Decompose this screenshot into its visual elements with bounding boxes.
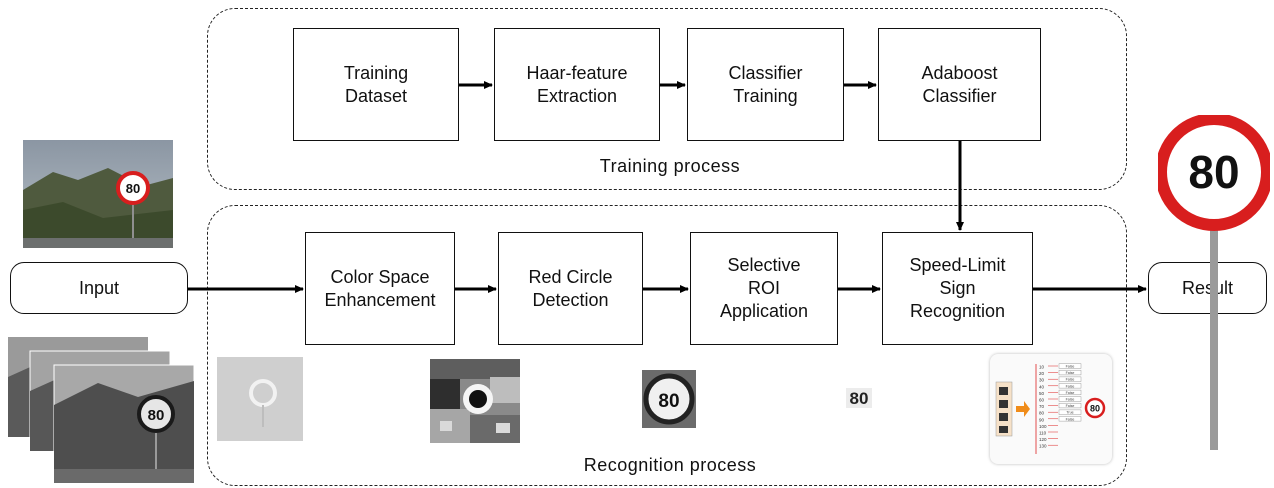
chart-row-label: 60 [1039, 398, 1045, 403]
input-color-photo: 80 [23, 140, 173, 248]
chart-row-box [1058, 416, 1082, 422]
input-sign-text: 80 [126, 181, 140, 196]
chart-row-box [1058, 403, 1082, 409]
chart-row-flag: True [1066, 411, 1073, 415]
chart-row-label: 130 [1039, 444, 1047, 449]
training-process-caption: Training process [599, 156, 741, 176]
chart-row-box [1058, 370, 1082, 376]
chart-row-flag: False [1066, 417, 1075, 421]
digit-crop-image: 80 [846, 388, 872, 408]
circle-detection-image [430, 359, 520, 443]
chart-row-flag: False [1066, 398, 1075, 402]
haar-feature-extraction-box: Haar-feature Extraction [494, 28, 660, 141]
chart-row-label: 110 [1039, 431, 1047, 436]
chart-row-box [1058, 383, 1082, 389]
chart-row-label: 90 [1039, 417, 1045, 422]
color-space-enhancement-box: Color Space Enhancement [305, 232, 455, 345]
speed-limit-sign-recognition-box: Speed-Limit Sign Recognition [882, 232, 1033, 345]
digit-crop-text: 80 [850, 389, 869, 408]
training-dataset-box: Training Dataset [293, 28, 459, 141]
chart-row-label: 40 [1039, 384, 1045, 389]
chart-sign-text: 80 [1090, 404, 1100, 414]
chart-row-box [1058, 409, 1082, 415]
result-sign: 80 [1158, 115, 1270, 450]
roi-sign-text: 80 [658, 391, 679, 412]
chart-row-label: 10 [1039, 365, 1045, 370]
roi-crop-image: 80 [642, 370, 696, 428]
chart-row-label: 20 [1039, 371, 1045, 376]
chart-row-flag: False [1066, 371, 1075, 375]
chart-row-label: 80 [1039, 411, 1045, 416]
selective-roi-application-box: Selective ROI Application [690, 232, 838, 345]
chart-row-box [1058, 389, 1082, 395]
chart-row-flag: False [1066, 404, 1075, 408]
result-pill: Result [1148, 262, 1267, 314]
red-circle-detection-box: Red Circle Detection [498, 232, 643, 345]
recognition-process-group [207, 205, 1127, 486]
chart-row-box [1058, 363, 1082, 369]
grayscale-sign-text: 80 [148, 407, 165, 424]
chart-row-label: 30 [1039, 378, 1045, 383]
enhanced-image [217, 357, 303, 441]
chart-row-label: 100 [1039, 424, 1047, 429]
recognition-process-caption: Recognition process [583, 455, 757, 475]
classifier-training-box: Classifier Training [687, 28, 844, 141]
chart-row-box [1058, 396, 1082, 402]
chart-row-label: 120 [1039, 437, 1047, 442]
chart-row-flag: False [1066, 391, 1075, 395]
chart-row-flag: False [1066, 365, 1075, 369]
result-sign-text: 80 [1188, 146, 1239, 198]
grayscale-frames-stack: 80 [8, 337, 195, 484]
input-pill: Input [10, 262, 188, 314]
chart-row-flag: False [1066, 384, 1075, 388]
chart-row-box [1058, 376, 1082, 382]
chart-row-label: 70 [1039, 404, 1045, 409]
chart-row-label: 50 [1039, 391, 1045, 396]
chart-row-flag: False [1066, 378, 1075, 382]
adaboost-classifier-box: Adaboost Classifier [878, 28, 1041, 141]
training-process-group [207, 8, 1127, 190]
